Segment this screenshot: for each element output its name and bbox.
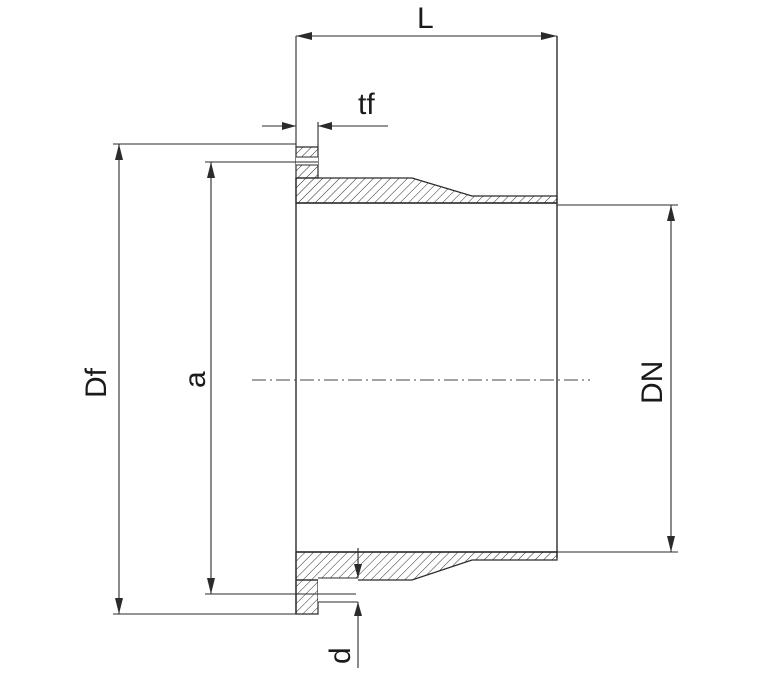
section-hatching bbox=[295, 146, 558, 615]
dimension-L: L bbox=[295, 2, 557, 147]
label-L: L bbox=[417, 2, 434, 35]
label-d: d bbox=[324, 647, 357, 664]
label-Df: Df bbox=[80, 367, 113, 398]
part-outline bbox=[295, 36, 558, 614]
bottom-flange-section bbox=[295, 579, 319, 615]
label-DN: DN bbox=[636, 361, 669, 404]
dimension-Df: Df bbox=[80, 143, 296, 615]
bottom-wall-section bbox=[295, 551, 558, 581]
top-wall-section bbox=[295, 177, 558, 204]
dimension-d: d bbox=[324, 548, 362, 668]
dimension-DN: DN bbox=[557, 204, 678, 553]
dimension-tf: tf bbox=[262, 88, 388, 147]
label-a: a bbox=[179, 371, 212, 388]
dimension-a: a bbox=[179, 161, 356, 595]
label-tf: tf bbox=[358, 88, 375, 121]
